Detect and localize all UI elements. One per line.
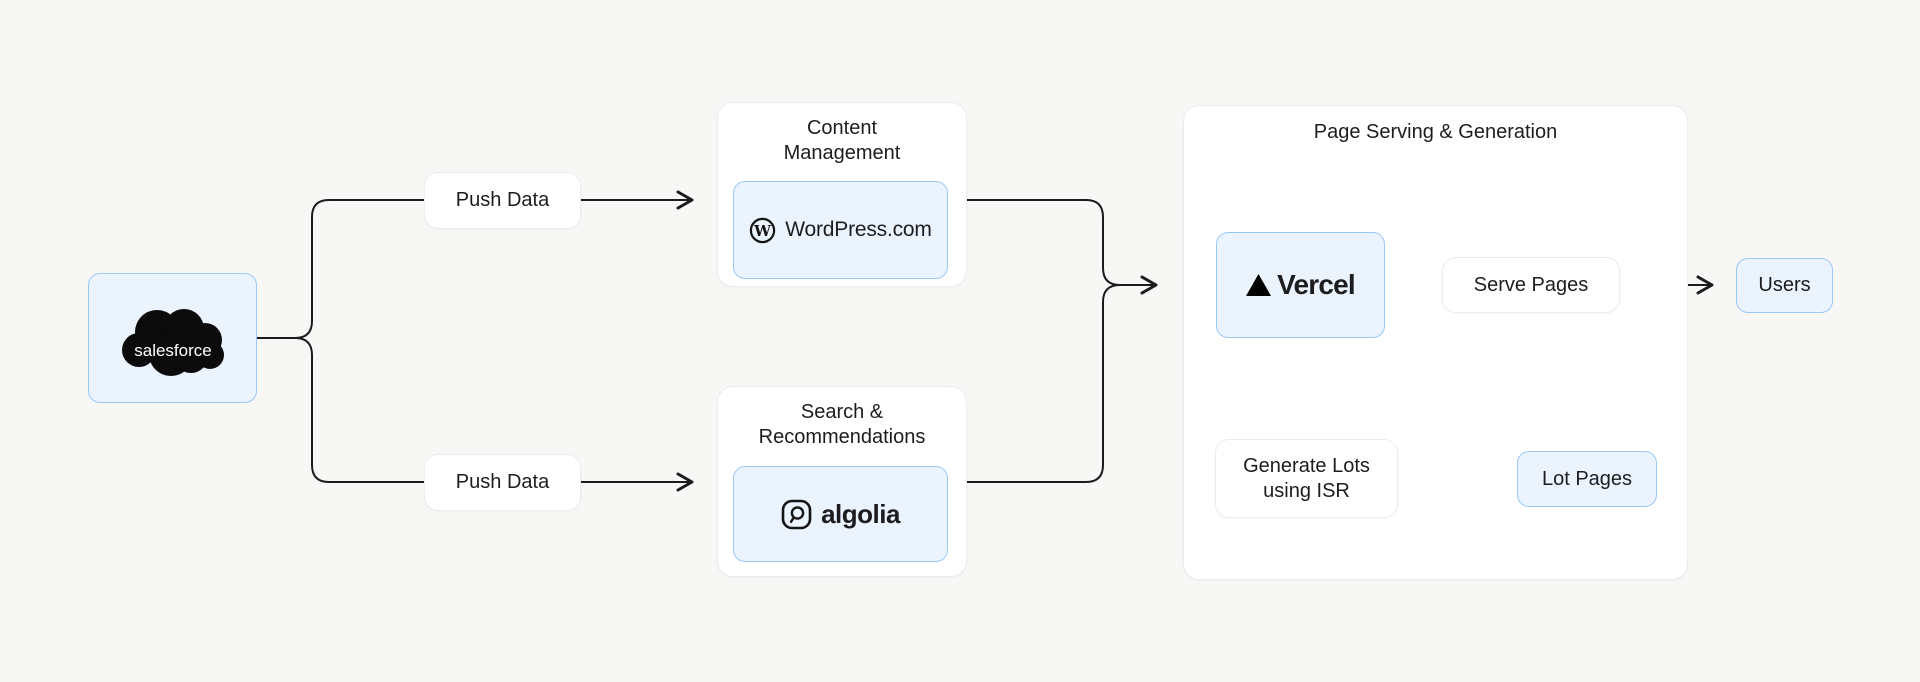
vercel-label: Vercel <box>1277 269 1356 300</box>
push-data-bottom-label: Push Data <box>455 471 550 493</box>
push-data-bottom-node: Push Data <box>424 454 581 511</box>
salesforce-node: salesforce <box>88 273 257 403</box>
vercel-triangle-icon <box>1246 274 1272 296</box>
serve-pages-label: Serve Pages <box>1473 273 1589 296</box>
algolia-icon <box>781 499 812 529</box>
content-management-title: Content Management <box>783 117 901 164</box>
algolia-label: algolia <box>821 498 900 529</box>
lot-pages-node: Lot Pages <box>1517 451 1657 507</box>
lot-pages-label: Lot Pages <box>1541 467 1633 490</box>
wordpress-monogram: W <box>753 222 772 240</box>
serve-pages-node: Serve Pages <box>1442 257 1620 313</box>
push-data-top-label: Push Data <box>455 189 550 211</box>
salesforce-wordmark: salesforce <box>134 341 211 360</box>
page-serving-title: Page Serving & Generation <box>1313 121 1558 143</box>
edge-search-to-merge <box>967 284 1121 483</box>
salesforce-cloud-icon: salesforce <box>121 309 224 376</box>
wordpress-node: W WordPress.com <box>733 181 948 279</box>
edge-salesforce-to-pushdata-top <box>257 199 424 339</box>
vercel-node: Vercel <box>1216 232 1385 338</box>
generate-lots-label: Generate Lots using ISR <box>1243 454 1370 502</box>
edge-contentmanagement-to-merge <box>967 199 1121 286</box>
users-node: Users <box>1736 258 1833 313</box>
generate-lots-node: Generate Lots using ISR <box>1215 439 1398 518</box>
push-data-top-node: Push Data <box>424 172 581 229</box>
wordpress-label: WordPress.com <box>785 218 932 241</box>
edge-salesforce-to-pushdata-bottom <box>257 337 424 483</box>
users-label: Users <box>1758 274 1811 296</box>
wordpress-icon: W <box>750 217 776 243</box>
algolia-node: algolia <box>733 466 948 562</box>
search-recommendations-title: Search & Recommendations <box>758 401 926 448</box>
